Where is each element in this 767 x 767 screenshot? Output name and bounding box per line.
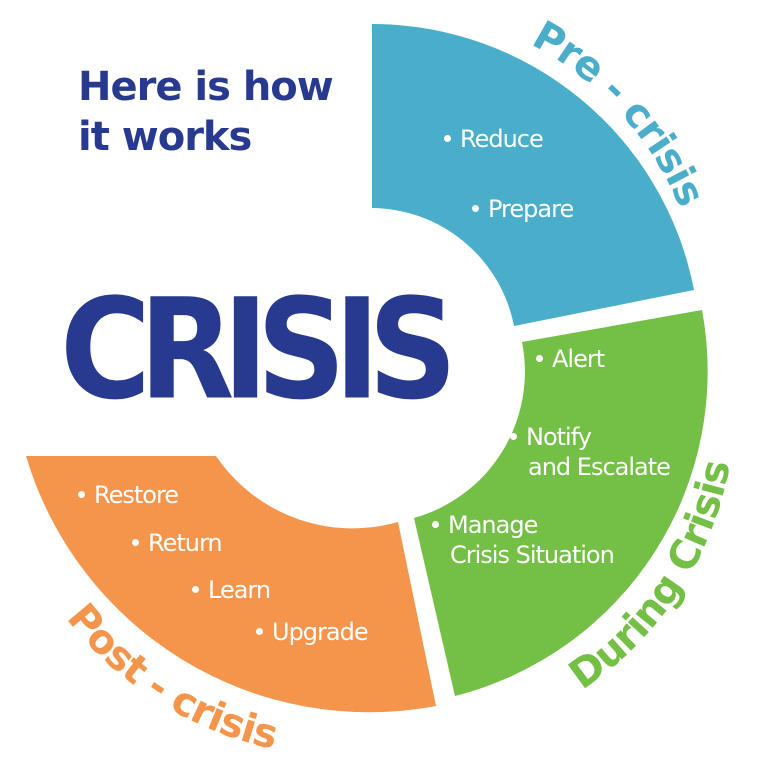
- during-crisis-item: Alert: [536, 344, 605, 374]
- bullet-dot-icon: [472, 204, 479, 212]
- intro-line-1: Here is how: [78, 64, 334, 110]
- bullet-dot-icon: [432, 520, 439, 528]
- bullet-dot-icon: [444, 134, 451, 142]
- post-crisis-item: Return: [132, 528, 223, 558]
- bullet-dot-icon: [536, 354, 543, 362]
- pre-crisis-segment: [372, 24, 694, 326]
- during-crisis-item: Notify and Escalate: [510, 422, 671, 482]
- post-crisis-item: Learn: [192, 575, 271, 605]
- bullet-dot-icon: [256, 627, 263, 635]
- during-crisis-item: Manage Crisis Situation: [432, 510, 615, 570]
- during-crisis-segment: [414, 310, 708, 696]
- bullet-dot-icon: [78, 490, 85, 498]
- post-crisis-item: Upgrade: [256, 617, 369, 647]
- center-title: CRISIS: [60, 269, 457, 432]
- intro-heading: Here is how it works: [78, 62, 334, 162]
- bullet-dot-icon: [510, 432, 517, 440]
- post-crisis-item: Restore: [78, 480, 179, 510]
- post-crisis-segment: [26, 456, 436, 713]
- intro-line-2: it works: [78, 114, 252, 160]
- bullet-dot-icon: [132, 538, 139, 546]
- bullet-dot-icon: [192, 585, 199, 593]
- pre-crisis-item: Prepare: [472, 194, 574, 224]
- pre-crisis-item: Reduce: [444, 124, 544, 154]
